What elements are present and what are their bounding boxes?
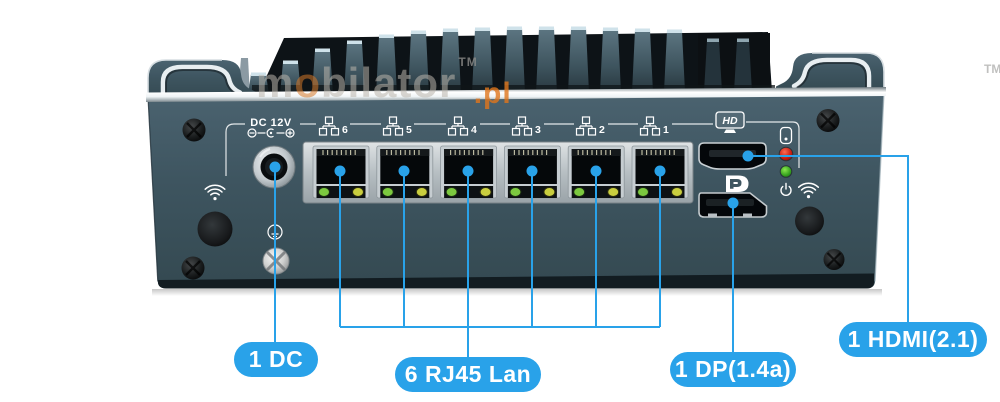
watermark-tm-right: TM [984, 62, 1000, 76]
svg-text:HD: HD [722, 115, 738, 127]
antenna-hole-left [197, 211, 233, 247]
screw-black-bottom-right [823, 249, 845, 270]
hdd-led-red [778, 146, 794, 162]
chassis-left-ear [147, 59, 258, 100]
heatsink-fins [248, 26, 685, 95]
dc-12v-label: DC 12V [247, 117, 295, 138]
watermark-tm: TM [458, 55, 478, 69]
rj45-port-3 [503, 145, 561, 199]
svg-text:3: 3 [535, 124, 541, 136]
callout-lan: 6 RJ45 Lan [395, 357, 541, 392]
lan-led-left [318, 187, 330, 197]
screw-black-top-right [816, 109, 840, 132]
panel-print [225, 121, 800, 176]
polarity-icon [247, 128, 295, 138]
svg-text:DC 12V: DC 12V [250, 117, 292, 129]
svg-text:6: 6 [342, 124, 348, 136]
svg-text:2: 2 [599, 124, 605, 136]
callout-hdmi: 1 HDMI(2.1) [839, 322, 987, 357]
callout-dp: 1 DP(1.4a) [670, 352, 796, 387]
callout-dot-dc [269, 161, 281, 173]
callout-dot-dp [727, 197, 739, 209]
hd-icon: HD [715, 111, 745, 133]
power-icon [780, 182, 792, 197]
svg-text:4: 4 [471, 124, 477, 136]
top-bevel [146, 87, 886, 102]
callout-dc: 1 DC [234, 342, 318, 377]
svg-text:1: 1 [663, 124, 669, 136]
callout-lines-lan [339, 171, 661, 327]
svg-text:5: 5 [406, 124, 412, 136]
callout-line-hdmi [748, 155, 909, 322]
heatsink [226, 26, 775, 95]
antenna-hole-right [795, 206, 824, 236]
power-led-green [779, 165, 793, 178]
screw-black-top-left [182, 118, 206, 142]
lan-icons-row: 6 5 4 3 2 1 [318, 116, 669, 136]
hdd-activity-icon [779, 126, 793, 145]
chassis-right-ear [776, 52, 885, 94]
displayport-icon [726, 175, 749, 192]
callout-dot-hdmi [742, 150, 754, 162]
lan-led-right [352, 187, 364, 197]
screw-black-bottom-left [181, 256, 205, 280]
chassis-bottom-edge [158, 273, 874, 289]
